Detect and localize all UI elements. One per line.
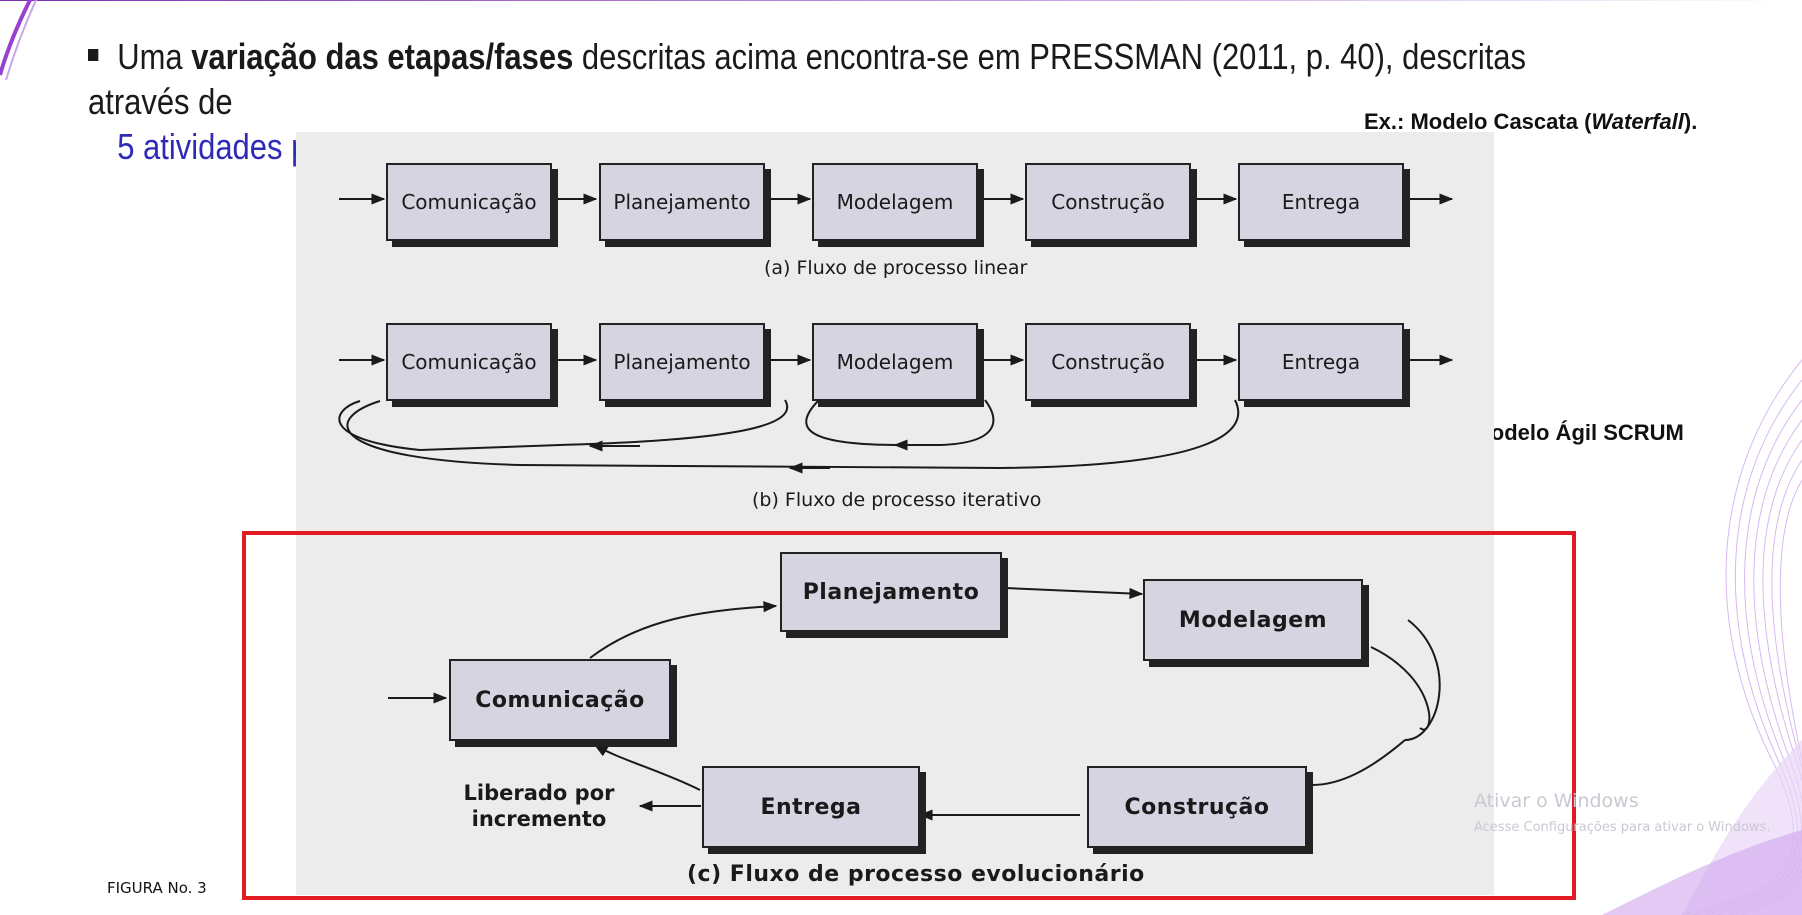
example-cascata-label: Ex.: Modelo Cascata (Waterfall). (1364, 109, 1698, 134)
windows-activation-watermark: Ativar o Windows Acesse Configurações pa… (1474, 790, 1771, 835)
figure-number-label: FIGURA No. 3 (107, 879, 207, 897)
evolutionary-box-planejamento: Planejamento (780, 552, 1002, 632)
iterative-caption: (b) Fluxo de processo iterativo (752, 489, 1042, 511)
linear-box-comunicacao: Comunicação (386, 163, 552, 241)
evolutionary-box-modelagem: Modelagem (1143, 579, 1363, 661)
evolutionary-caption: (c) Fluxo de processo evolucionário (687, 862, 1145, 887)
bullet-bold-text: variação das etapas/fases (191, 36, 574, 77)
evolutionary-box-entrega: Entrega (702, 766, 920, 848)
evolutionary-box-construcao: Construção (1087, 766, 1307, 848)
iterative-box-planejamento: Planejamento (599, 323, 765, 401)
decorative-waves-right (1602, 359, 1802, 915)
linear-box-planejamento: Planejamento (599, 163, 765, 241)
linear-box-entrega: Entrega (1238, 163, 1404, 241)
evolutionary-highlight-frame (242, 531, 1576, 900)
bullet-text-part1: Uma (117, 36, 192, 77)
iterative-box-modelagem: Modelagem (812, 323, 978, 401)
bullet-square-icon (88, 49, 99, 62)
bullet-paragraph: Uma variação das etapas/fases descritas … (88, 34, 1550, 169)
linear-caption: (a) Fluxo de processo linear (764, 257, 1028, 279)
bullet-text-part2: descritas acima encontra-se em PRESSMAN … (88, 36, 1527, 122)
top-accent-line (0, 0, 1802, 1)
linear-box-modelagem: Modelagem (812, 163, 978, 241)
iterative-box-comunicacao: Comunicação (386, 323, 552, 401)
linear-box-construcao: Construção (1025, 163, 1191, 241)
iterative-box-construcao: Construção (1025, 323, 1191, 401)
release-by-increment-label: Liberado por incremento (463, 781, 615, 831)
evolutionary-box-comunicacao: Comunicação (449, 659, 671, 741)
iterative-box-entrega: Entrega (1238, 323, 1404, 401)
decorative-curve-left (0, 0, 37, 81)
